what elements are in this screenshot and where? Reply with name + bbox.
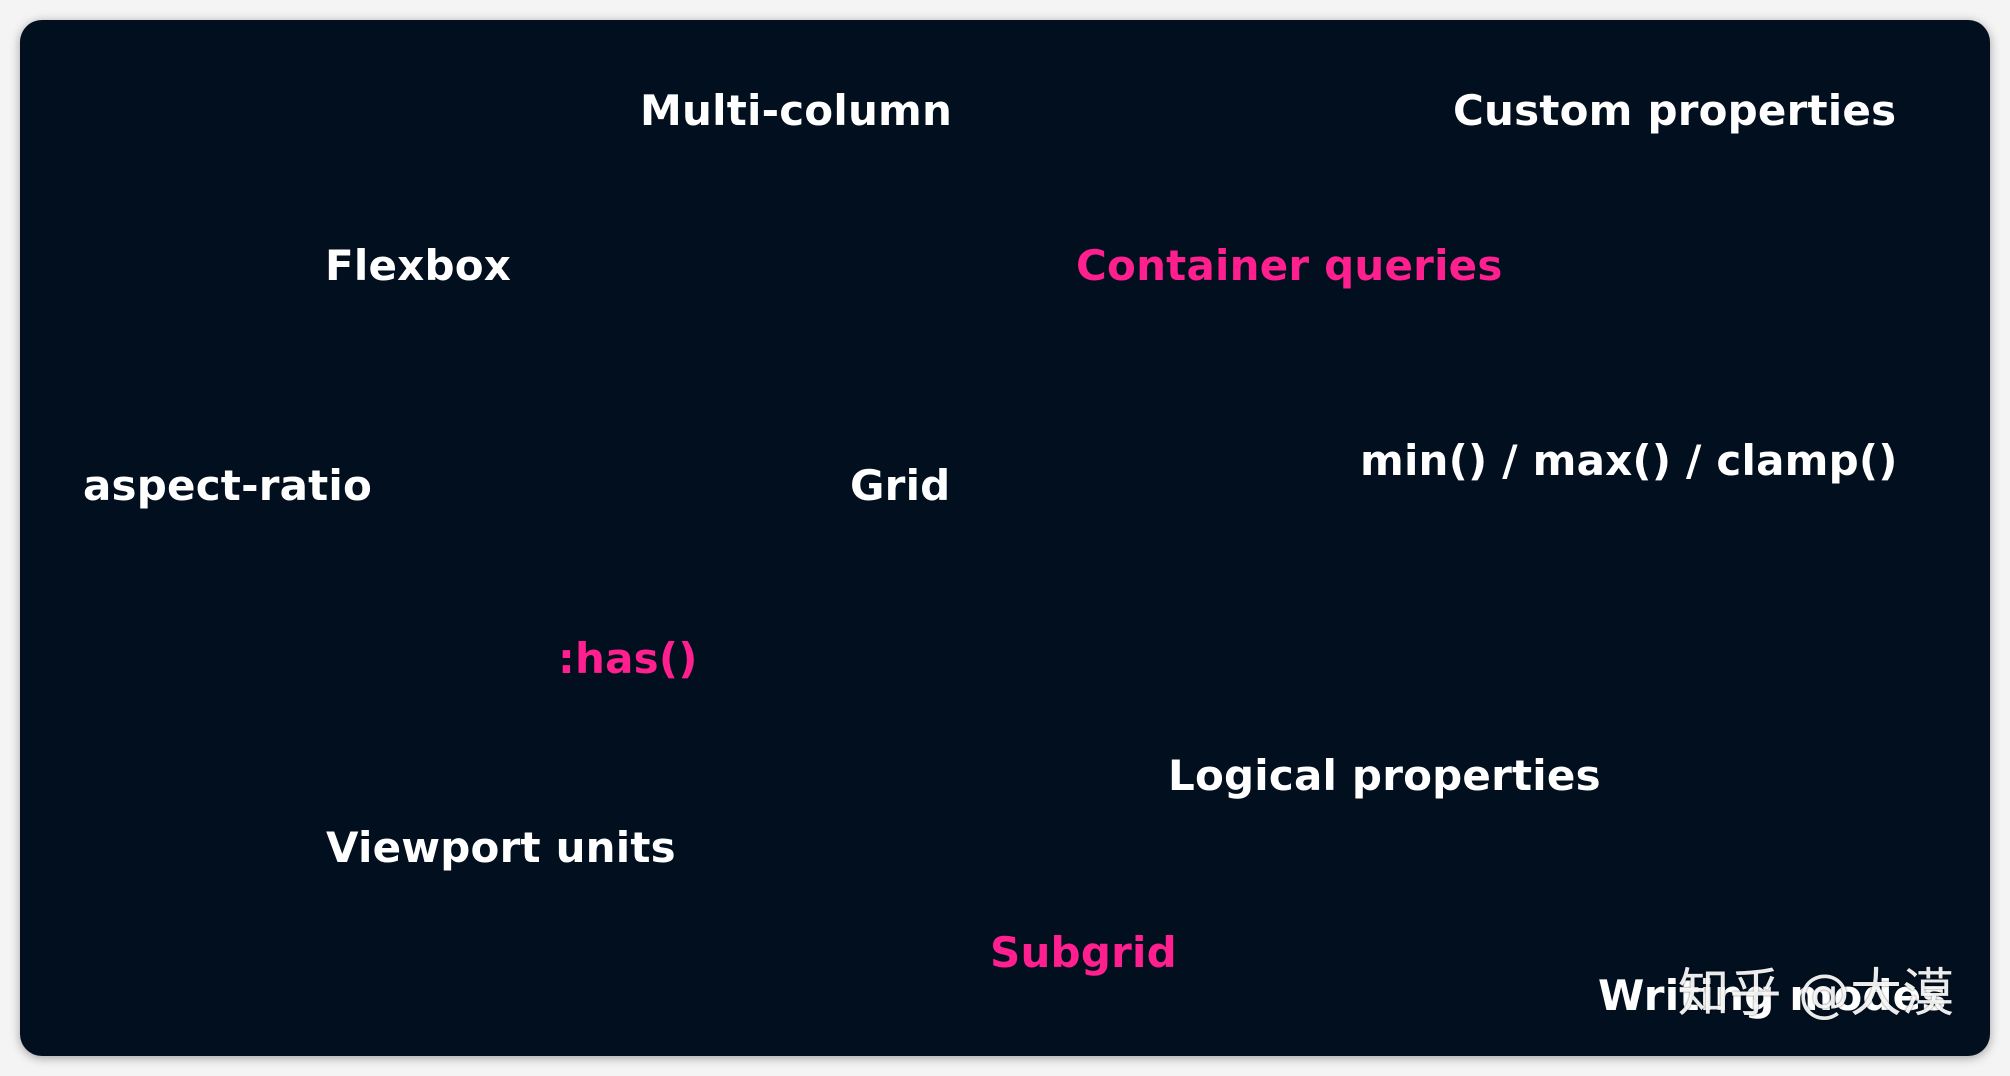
term-writing-modes: Writing modes xyxy=(1598,971,1947,1020)
slide-canvas: Multi-column Custom properties Flexbox C… xyxy=(20,20,1990,1056)
watermark-zhihu: 知乎 @大漠 xyxy=(1677,964,1954,1024)
term-aspect-ratio: aspect-ratio xyxy=(83,461,373,510)
term-container-queries: Container queries xyxy=(1076,241,1503,290)
term-min-max-clamp: min() / max() / clamp() xyxy=(1360,436,1898,485)
term-subgrid: Subgrid xyxy=(990,928,1177,977)
term-viewport-units: Viewport units xyxy=(326,823,676,872)
term-flexbox: Flexbox xyxy=(325,241,512,290)
term-grid: Grid xyxy=(850,461,951,510)
term-logical-properties: Logical properties xyxy=(1168,751,1601,800)
term-custom-properties: Custom properties xyxy=(1453,86,1897,135)
term-has: :has() xyxy=(558,634,698,683)
term-multi-column: Multi-column xyxy=(640,86,953,135)
